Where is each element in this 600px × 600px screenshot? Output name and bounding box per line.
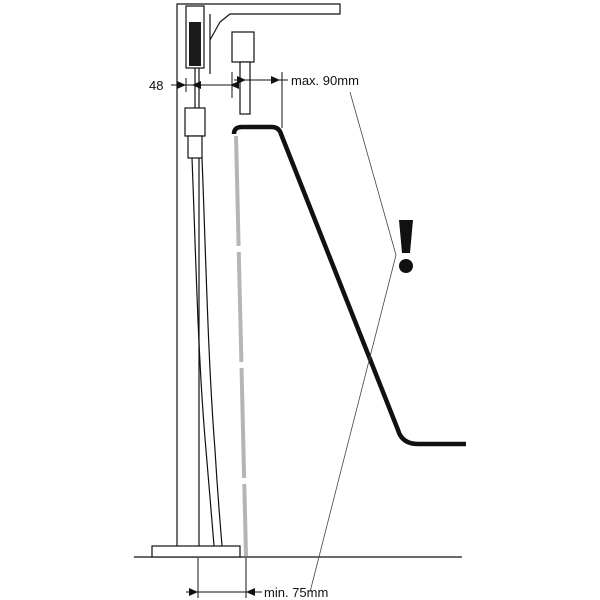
exclamation-mark-icon [399, 220, 413, 273]
mixer-lever [231, 31, 255, 115]
base-plate [151, 545, 241, 558]
dimension-48-label: 48 [149, 78, 163, 93]
shower-grip-pattern [189, 22, 201, 66]
dimension-max-90-label: max. 90mm [291, 73, 359, 88]
spout [176, 3, 341, 74]
dimension-min-75-label: min. 75mm [264, 585, 328, 600]
dimension-48: 48 [149, 72, 239, 98]
tub-wall-guide [234, 135, 248, 557]
dimension-max-90: max. 90mm [234, 72, 359, 128]
shower-hose [191, 157, 223, 547]
faucet-column [176, 8, 200, 546]
bathtub-rim-profile [231, 124, 466, 447]
hand-shower [184, 5, 206, 159]
dimension-min-75: min. 75mm [186, 558, 328, 600]
warning-leader-lines [309, 91, 397, 593]
